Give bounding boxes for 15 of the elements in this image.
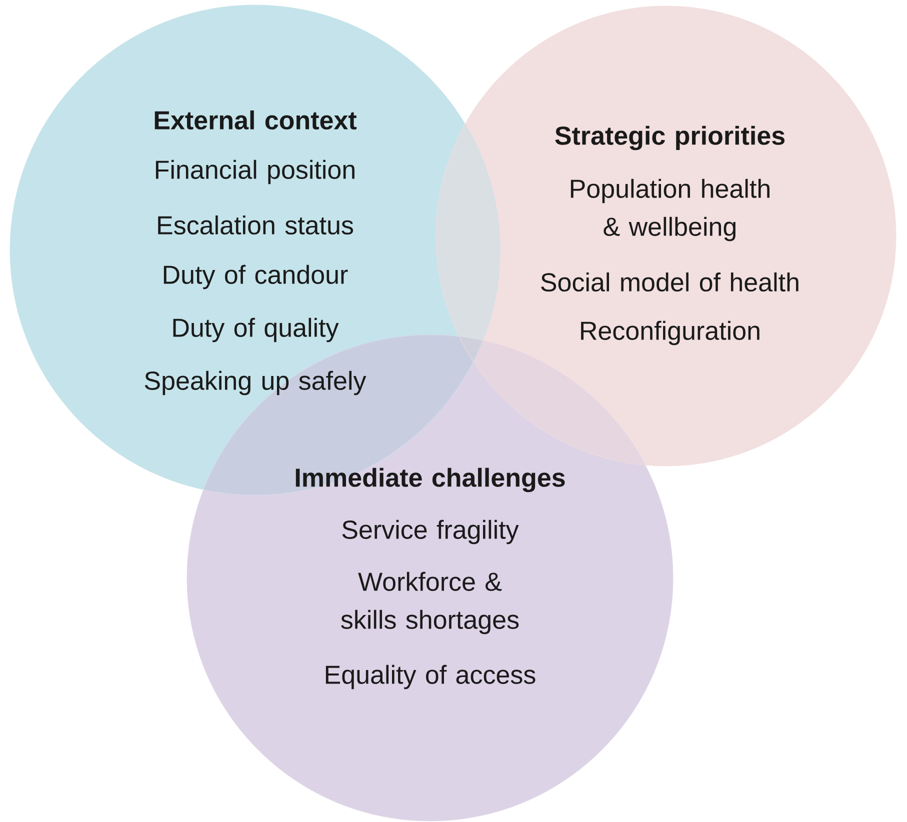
circle-item: Escalation status xyxy=(158,215,354,235)
circle-heading: Immediate challenges xyxy=(296,468,565,492)
circle-item: Social model of health xyxy=(541,272,798,292)
circle-item: Service fragility xyxy=(342,520,519,544)
circle-item: Reconfiguration xyxy=(581,320,760,346)
circle-item: Speaking up safely xyxy=(144,370,366,396)
circle-item: Duty of quality xyxy=(173,318,339,342)
circle-item: Equality of access xyxy=(326,664,536,690)
venn-circle xyxy=(436,6,896,466)
circle-item: Financial position xyxy=(156,160,354,184)
circle-heading: Strategic priorities xyxy=(555,126,785,150)
circle-item: Population health & wellbeing xyxy=(570,178,770,242)
circle-item: Duty of candour xyxy=(164,264,348,290)
circle-heading: External context xyxy=(154,110,357,130)
circle-item: Workforce & skills shortages xyxy=(341,572,519,634)
